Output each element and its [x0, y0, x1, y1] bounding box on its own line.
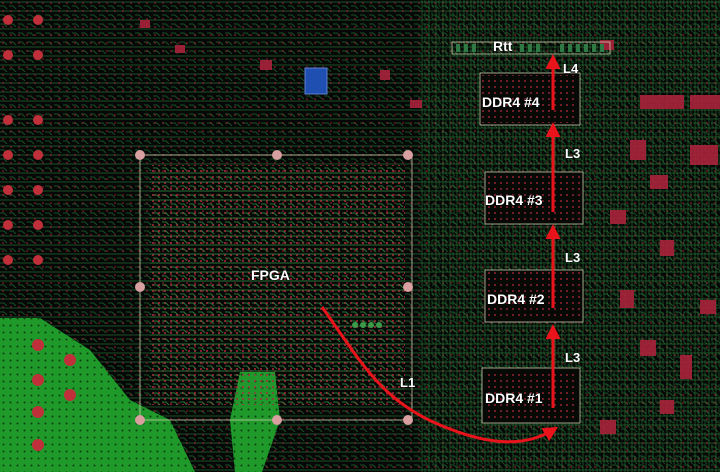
route-arrow-l1 — [320, 306, 559, 444]
ddr4-3-label: DDR4 #3 — [485, 192, 543, 208]
segment-label-l3-1: L3 — [565, 350, 581, 365]
mounting-holes-left — [3, 15, 43, 265]
segment-label-l3-2: L3 — [565, 250, 581, 265]
fpga-label: FPGA — [251, 267, 290, 283]
segment-label-l1: L1 — [400, 375, 416, 390]
rtt-label: Rtt — [493, 38, 513, 54]
segment-label-l3-3: L3 — [565, 146, 581, 161]
segment-label-l4: L4 — [563, 61, 579, 76]
ddr4-1-label: DDR4 #1 — [485, 390, 543, 406]
ddr4-4-label: DDR4 #4 — [482, 94, 540, 110]
smd-pads — [140, 20, 720, 434]
small-blue-ic-icon — [304, 67, 328, 95]
ddr4-2-label: DDR4 #2 — [487, 291, 545, 307]
rtt-resistor-strip — [451, 41, 611, 55]
